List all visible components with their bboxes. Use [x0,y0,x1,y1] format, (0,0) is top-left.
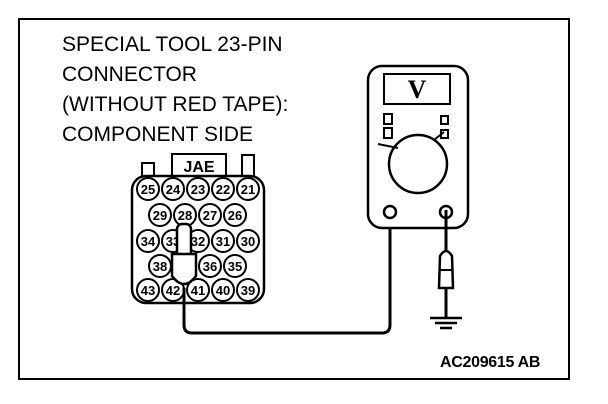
pin-cavity [236,229,260,253]
pin-row-1: 25 24 23 22 21 [136,177,260,201]
connector: JAE 25 24 23 22 21 29 28 27 26 [130,153,266,305]
pin-label: 30 [241,234,255,249]
connector-brand-label: JAE [183,159,214,176]
pin-label: 36 [203,259,217,274]
dial-pointer [377,143,399,149]
pin-cavity [136,177,160,201]
pin-label: 28 [178,208,192,223]
pin-label: 21 [241,182,255,197]
caption-line-1: SPECIAL TOOL 23-PIN [62,33,283,56]
voltmeter: V [366,64,470,230]
diagram-frame [18,18,570,380]
pin-cavity [186,278,210,302]
pin-cavity [236,278,260,302]
ground-icon [430,316,462,330]
pin-label: 25 [141,182,155,197]
pin-cavity [236,177,260,201]
pin-cavity [198,254,222,278]
probe-tip [170,252,198,286]
pin-row-2: 29 28 27 26 [148,203,247,227]
pin-label: 41 [191,283,205,298]
pin-cavity [186,177,210,201]
pin-label: 43 [141,283,155,298]
pin-label: 27 [203,208,217,223]
pin-label: 42 [166,283,180,298]
pin-cavity [211,229,235,253]
test-lead-positive [182,210,392,335]
pin-label: 32 [191,234,205,249]
meter-switch-icon [383,127,393,139]
pin-cavity [198,203,222,227]
pin-label: 35 [228,259,242,274]
ground-lead [437,210,455,318]
meter-display [383,73,451,105]
pin-cavity [136,278,160,302]
pin-cavity [223,203,247,227]
pin-cavity [136,229,160,253]
meter-jack-positive [382,204,398,220]
pin-cavity [161,177,185,201]
pin-label: 31 [216,234,230,249]
meter-switch-icon [383,113,393,125]
pin-label: 40 [216,283,230,298]
caption-line-2: CONNECTOR [62,63,197,86]
meter-switch-icon [440,115,449,125]
pin-label: 23 [191,182,205,197]
meter-selector-dial [387,133,449,195]
pin-label: 26 [228,208,242,223]
back-probe [170,222,198,286]
pin-row-5: 43 42 41 40 39 [136,278,260,302]
pin-label: 22 [216,182,230,197]
pin-row-3: 34 33 32 31 30 [136,229,260,253]
pin-label: 34 [141,234,156,249]
pin-cavity [211,278,235,302]
pin-label: 39 [241,283,255,298]
pin-label: 29 [153,208,167,223]
figure-code: AC209615 AB [440,354,541,371]
dial-pointer [433,131,445,141]
pin-cavity [211,177,235,201]
caption-line-4: COMPONENT SIDE [62,123,253,146]
caption: SPECIAL TOOL 23-PIN CONNECTOR (WITHOUT R… [62,30,288,150]
pin-label: 24 [166,182,181,197]
pin-label: 38 [153,259,167,274]
pin-cavity [148,203,172,227]
meter-unit-label: V [408,75,427,104]
pin-cavity [223,254,247,278]
caption-line-3: (WITHOUT RED TAPE): [62,93,289,116]
